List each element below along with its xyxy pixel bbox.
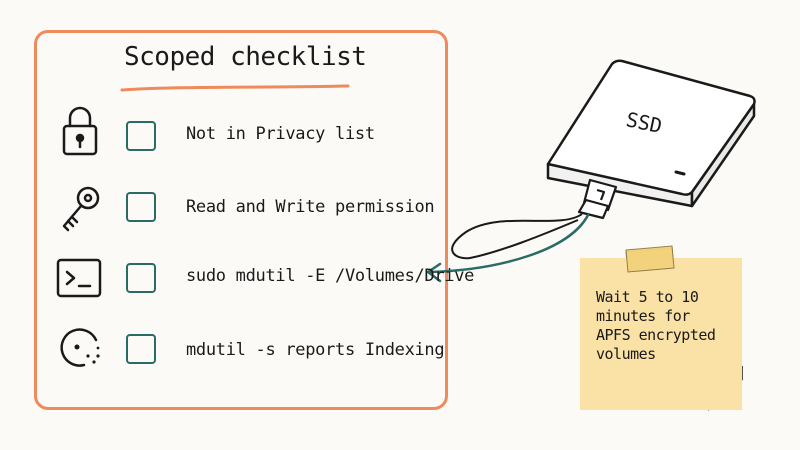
- checklist-item-4-label: mdutil -s reports Indexing: [186, 340, 445, 360]
- checklist-item-3-label: sudo mdutil -E /Volumes/Drive: [186, 266, 475, 286]
- checklist-item-2-label: Read and Write permission: [186, 197, 435, 217]
- terminal-icon: [56, 258, 102, 298]
- usb-plug-icon: [577, 178, 618, 220]
- lock-icon: [62, 106, 98, 156]
- checkbox-item-1[interactable]: [126, 121, 156, 151]
- sticky-note: Wait 5 to 10 minutes for APFS encrypted …: [580, 258, 742, 410]
- spinner-icon: [60, 328, 100, 367]
- checklist-item-1-label: Not in Privacy list: [186, 124, 375, 144]
- note-line-1: Wait 5 to 10: [596, 288, 699, 306]
- checkbox-item-2[interactable]: [126, 192, 156, 222]
- checkbox-item-3[interactable]: [126, 263, 156, 293]
- usb-cable: [451, 213, 583, 260]
- note-line-2: minutes for: [596, 307, 690, 325]
- checkbox-item-4[interactable]: [126, 334, 156, 364]
- checklist-title: Scoped checklist: [124, 42, 367, 72]
- arrow-line: [428, 213, 590, 274]
- key-icon: [62, 186, 100, 232]
- ssd-drive-icon: [546, 59, 756, 208]
- checklist-card: [34, 30, 448, 410]
- title-underline: [120, 84, 350, 92]
- note-line-4: volumes: [596, 345, 656, 363]
- arrowhead: [426, 262, 442, 283]
- note-line-3: APFS encrypted: [596, 326, 716, 344]
